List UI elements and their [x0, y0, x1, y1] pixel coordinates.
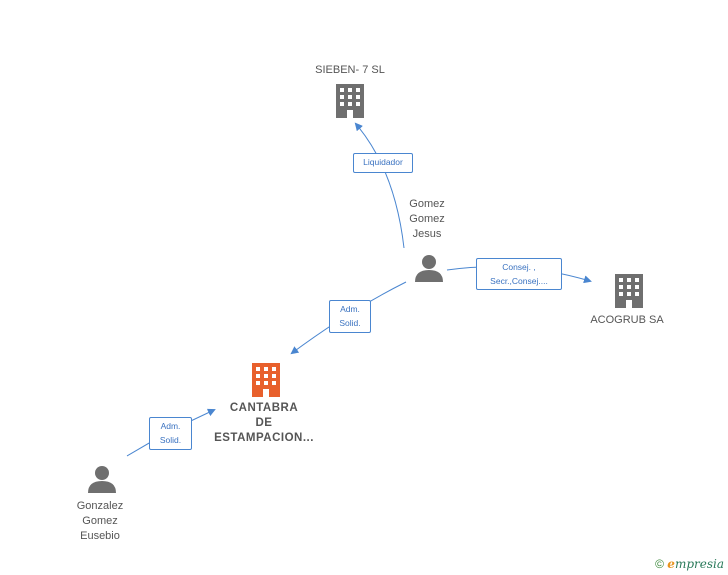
person-label-gomez-jesus[interactable]: Gomez Gomez Jesus: [386, 197, 468, 242]
relation-text: Solid.: [159, 435, 182, 445]
company-name: ACOGRUB SA: [590, 314, 664, 326]
name-line: Eusebio: [80, 530, 120, 542]
person-icon[interactable]: [88, 466, 116, 493]
person-label-gonzalez-eusebio[interactable]: Gonzalez Gomez Eusebio: [58, 499, 142, 544]
relation-label-liquidador[interactable]: Liquidador: [353, 153, 413, 173]
building-icon[interactable]: [615, 274, 643, 308]
relation-text: Secr.,Consej....: [490, 276, 548, 286]
relation-text: Adm.: [160, 421, 181, 431]
relation-label-consej[interactable]: Consej. , Secr.,Consej....: [476, 258, 562, 290]
name-line: Gomez: [409, 198, 445, 210]
copyright-symbol: ©: [655, 557, 664, 571]
person-icon[interactable]: [415, 255, 443, 282]
name-line: ESTAMPACION...: [214, 432, 314, 444]
relation-label-adm-solid[interactable]: Adm. Solid.: [329, 300, 371, 333]
name-line: Gomez: [82, 515, 118, 527]
company-label-cantabra[interactable]: CANTABRA DE ESTAMPACION...: [206, 401, 322, 446]
relation-text: Consej. ,: [502, 262, 536, 272]
company-label-sieben[interactable]: SIEBEN- 7 SL: [298, 63, 402, 78]
relation-text: Adm.: [340, 304, 360, 314]
name-line: CANTABRA: [229, 402, 299, 414]
name-line: Gonzalez: [76, 500, 124, 512]
relation-label-adm-solid[interactable]: Adm. Solid.: [149, 417, 192, 450]
name-line: Gomez: [409, 213, 445, 225]
company-label-acogrub[interactable]: ACOGRUB SA: [580, 313, 674, 328]
logo-initial: e: [667, 557, 675, 571]
empresia-logo[interactable]: empresia: [667, 557, 724, 571]
relation-text: Solid.: [339, 318, 361, 328]
building-icon[interactable]: [336, 84, 364, 118]
edge-gomez-to-sieben: [354, 122, 405, 249]
logo-text: mpresia: [674, 557, 724, 571]
relation-text: Liquidador: [363, 157, 403, 167]
copyright-notice: © empresia: [655, 557, 724, 571]
name-line: Jesus: [412, 228, 442, 240]
company-name: SIEBEN- 7 SL: [315, 64, 385, 76]
building-icon[interactable]: [252, 363, 280, 397]
name-line: DE: [255, 417, 273, 429]
